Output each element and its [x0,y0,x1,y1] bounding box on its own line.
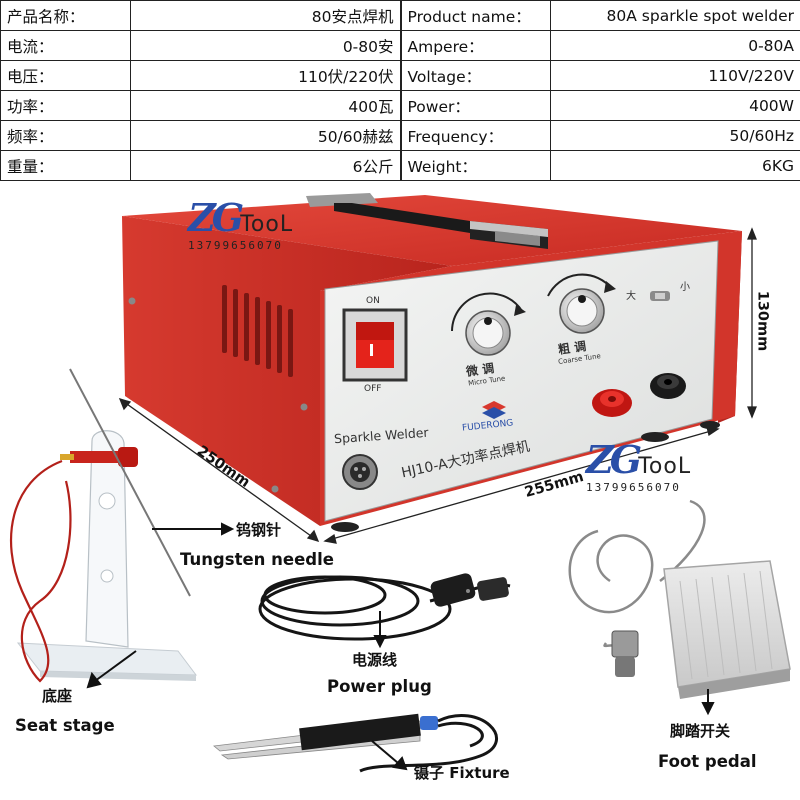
spec-en-value: 0-80A [550,30,800,61]
brand-mark: ZG [586,437,642,482]
callout-arrows [86,522,715,771]
spec-cn-label: 功率： [0,90,131,121]
spec-row-product-name: 产品名称： 80安点焊机 Product name： 80A sparkle s… [0,0,800,31]
spec-table: 产品名称： 80安点焊机 Product name： 80A sparkle s… [0,0,800,181]
spec-en-label: Ampere： [399,30,551,61]
vent-slots [222,285,293,377]
spec-cn-label: 产品名称： [0,0,131,31]
dimension-height: 130mm [754,290,771,352]
case-left-side [122,216,452,526]
foot-pedal-cn-label: 脚踏开关 [670,722,731,740]
power-switch[interactable] [342,308,408,382]
carry-handle[interactable] [306,193,548,249]
spec-row-ampere: 电流： 0-80安 Ampere： 0-80A [0,30,800,61]
brand-logo-bottom: ZGTooL 13799656070 [586,437,692,494]
spec-cn-value: 0-80安 [130,30,401,61]
spec-en-value: 110V/220V [550,60,800,91]
power-plug-en-label: Power plug [327,677,432,696]
spec-cn-value: 110伏/220伏 [130,60,401,91]
seat-stage-en-label: Seat stage [15,716,115,735]
product-illustration [10,193,791,773]
seat-stage [10,368,198,683]
tweezers-fixture [213,713,498,773]
seat-stage-cn-label: 底座 [42,687,73,705]
toggle-small-label: 小 [680,282,690,293]
brand-word: TooL [638,454,692,479]
spec-cn-value: 80安点焊机 [130,0,401,31]
toggle-big-label: 大 [626,291,636,302]
switch-on-label: ON [366,296,380,306]
spec-cn-value: 6公斤 [130,150,401,181]
switch-off-label: OFF [364,384,382,394]
tungsten-needle-cn-label: 钨钢针 [236,521,282,539]
foot-pedal [568,499,791,699]
brand-phone: 13799656070 [586,481,681,494]
spec-en-value: 50/60Hz [550,120,800,151]
product-scene: ZGTooL 13799656070 ZGTooL 13799656070 ON… [0,181,800,800]
pedal-connector-socket[interactable] [342,454,378,490]
spec-en-label: Product name： [399,0,551,31]
spec-row-voltage: 电压： 110伏/220伏 Voltage： 110V/220V [0,60,800,91]
coarse-tune-knob[interactable] [547,273,616,334]
dimension-lines [118,227,757,544]
spec-cn-label: 电流： [0,30,131,61]
spec-cn-label: 重量： [0,150,131,181]
spec-en-value: 6KG [550,150,800,181]
spec-row-frequency: 频率： 50/60赫兹 Frequency： 50/60Hz [0,120,800,151]
spec-cn-label: 频率： [0,120,131,151]
red-terminal[interactable] [592,389,632,417]
brand-mark: ZG [188,195,244,240]
brand-phone: 13799656070 [188,239,283,252]
spec-en-label: Frequency： [399,120,551,151]
spec-row-power: 功率： 400瓦 Power： 400W [0,90,800,121]
black-terminal[interactable] [650,373,686,399]
tungsten-needle-en-label: Tungsten needle [180,550,334,569]
case-top [122,195,742,266]
brand-logo-top: ZGTooL 13799656070 [188,195,294,252]
range-toggle[interactable] [650,291,670,301]
spec-en-label: Power： [399,90,551,121]
power-plug-icon [430,573,509,607]
fixture-label: 镊子 Fixture [414,764,510,782]
fuderong-logo-icon [482,401,506,419]
spec-cn-label: 电压： [0,60,131,91]
spec-en-value: 400W [550,90,800,121]
spec-en-label: Voltage： [399,60,551,91]
spec-row-weight: 重量： 6公斤 Weight： 6KG [0,150,800,181]
spec-en-label: Weight： [399,150,551,181]
foot-pedal-en-label: Foot pedal [658,752,757,771]
spec-cn-value: 50/60赫兹 [130,120,401,151]
front-panel [324,240,719,522]
power-plug-cn-label: 电源线 [352,651,398,669]
spec-cn-value: 400瓦 [130,90,401,121]
spec-en-value: 80A sparkle spot welder [550,0,800,31]
micro-tune-knob[interactable] [451,292,526,356]
welder-machine [122,193,742,532]
brand-word: TooL [240,212,294,237]
